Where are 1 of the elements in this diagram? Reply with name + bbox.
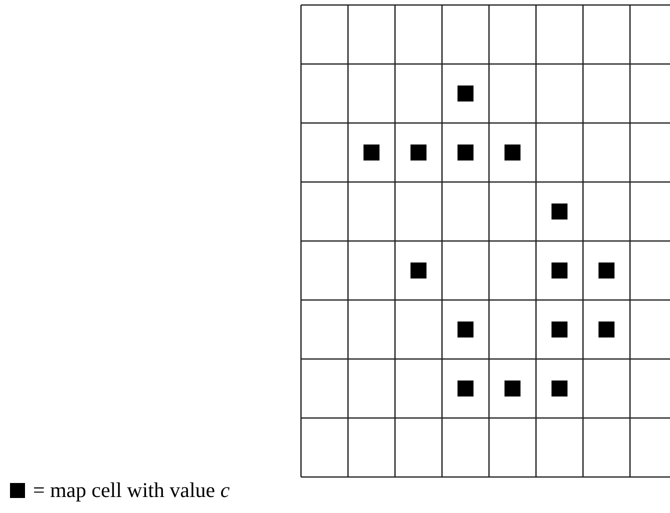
legend-text: = map cell with value c <box>33 478 230 502</box>
